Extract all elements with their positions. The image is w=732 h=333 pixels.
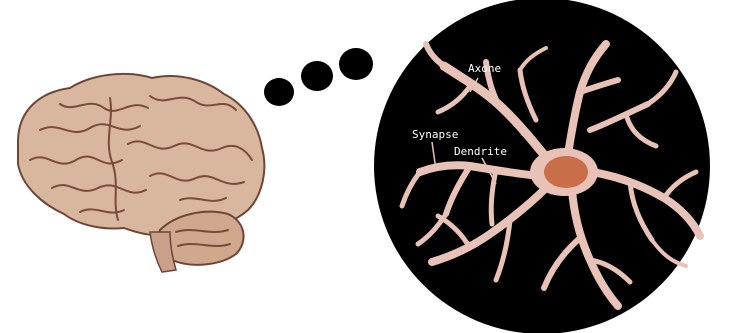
thought-dot-1 [264,78,294,106]
neuron-panel: Axone Synapse Dendrite [374,0,710,333]
thought-dot-2 [301,61,333,91]
dendrite-label: Dendrite [454,145,507,158]
synapse-label: Synapse [412,128,458,141]
brain-cerebrum [18,74,264,236]
thought-dot-3 [339,48,373,80]
thought-bubble-dots [264,48,373,106]
brain-image [18,74,264,272]
axon-label: Axone [468,62,501,75]
neuron-nucleus [544,156,588,188]
